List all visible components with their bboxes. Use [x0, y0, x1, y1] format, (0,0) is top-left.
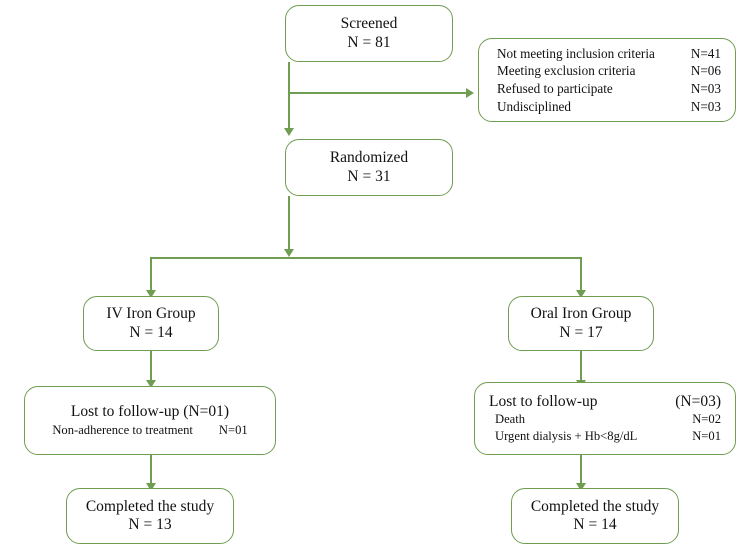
- connector-oral-lost-to-completed: [580, 455, 582, 487]
- arrowhead-oral-to-completed: [576, 483, 586, 491]
- excluded-row-label: Refused to participate: [497, 81, 613, 96]
- connector-split-bar: [150, 257, 582, 259]
- randomized-title: Randomized: [329, 149, 409, 167]
- node-oral-completed[interactable]: Completed the study N = 14: [511, 488, 679, 544]
- oral-group-count: N = 17: [559, 323, 603, 341]
- screened-title: Screened: [340, 15, 398, 33]
- oral-completed-title: Completed the study: [530, 497, 660, 515]
- node-oral-iron-group[interactable]: Oral Iron Group N = 17: [508, 296, 654, 351]
- oral-completed-count: N = 14: [573, 516, 617, 533]
- iv-completed-title: Completed the study: [85, 497, 215, 515]
- arrowhead-to-iv-group: [146, 290, 156, 298]
- arrowhead-to-oral-group: [576, 290, 586, 298]
- excluded-row-value: N=03: [690, 98, 721, 114]
- oral-lost-row-value: N=01: [692, 428, 721, 443]
- node-excluded[interactable]: Not meeting inclusion criteria N=41 Meet…: [478, 38, 736, 122]
- node-randomized[interactable]: Randomized N = 31: [285, 139, 453, 196]
- oral-group-title: Oral Iron Group: [530, 305, 632, 323]
- connector-split-right: [580, 257, 582, 293]
- oral-lost-title-value: (N=03): [675, 393, 721, 411]
- randomized-count: N = 31: [347, 167, 391, 185]
- arrowhead-iv-to-lost: [146, 380, 156, 388]
- iv-lost-detail-row: Non-adherence to treatment N=01: [52, 423, 247, 438]
- excluded-row-label: Not meeting inclusion criteria: [497, 45, 655, 61]
- node-oral-lost-to-followup[interactable]: Lost to follow-up (N=03) Death N=02 Urge…: [474, 382, 736, 455]
- oral-lost-row: Death N=02: [489, 411, 721, 427]
- connector-screened-to-excluded: [288, 92, 468, 94]
- node-screened[interactable]: Screened N = 81: [285, 5, 453, 62]
- excluded-row: Not meeting inclusion criteria N=41: [497, 45, 721, 63]
- screened-count: N = 81: [347, 33, 391, 51]
- oral-lost-row-value: N=02: [692, 412, 721, 427]
- connector-screened-trunk: [288, 62, 290, 130]
- excluded-row: Meeting exclusion criteria N=06: [497, 62, 721, 80]
- excluded-row-label: Undisciplined: [497, 98, 571, 114]
- iv-group-title: IV Iron Group: [106, 305, 196, 323]
- iv-group-count: N = 14: [129, 323, 173, 341]
- node-iv-iron-group[interactable]: IV Iron Group N = 14: [83, 296, 219, 351]
- arrowhead-iv-to-completed: [146, 483, 156, 491]
- excluded-row-label: Meeting exclusion criteria: [497, 63, 636, 79]
- arrowhead-to-excluded: [466, 88, 474, 98]
- iv-lost-title: Lost to follow-up (N=01): [70, 403, 230, 420]
- arrowhead-screened-to-randomized: [284, 128, 294, 136]
- oral-lost-row: Urgent dialysis + Hb<8g/dL N=01: [489, 428, 721, 444]
- oral-lost-title-row: Lost to follow-up (N=03): [489, 393, 721, 411]
- iv-lost-detail-label: Non-adherence to treatment: [52, 423, 193, 437]
- excluded-row: Undisciplined N=03: [497, 98, 721, 116]
- connector-oral-to-lost: [580, 351, 582, 383]
- connector-randomized-trunk: [288, 196, 290, 252]
- iv-lost-detail-value: N=01: [218, 423, 248, 437]
- oral-lost-row-label: Urgent dialysis + Hb<8g/dL: [495, 428, 638, 443]
- connector-split-left: [150, 257, 152, 293]
- excluded-row-value: N=06: [690, 63, 721, 79]
- node-iv-completed[interactable]: Completed the study N = 13: [66, 488, 234, 544]
- oral-lost-row-label: Death: [495, 412, 526, 427]
- excluded-row-value: N=03: [690, 81, 721, 96]
- arrowhead-randomized-split: [284, 249, 294, 257]
- connector-iv-lost-to-completed: [150, 455, 152, 487]
- node-iv-lost-to-followup[interactable]: Lost to follow-up (N=01) Non-adherence t…: [24, 386, 276, 455]
- connector-iv-to-lost: [150, 351, 152, 383]
- oral-lost-title: Lost to follow-up: [489, 393, 598, 411]
- excluded-row: Refused to participate N=03: [497, 80, 721, 98]
- excluded-row-value: N=41: [690, 45, 721, 61]
- iv-completed-count: N = 13: [128, 516, 172, 533]
